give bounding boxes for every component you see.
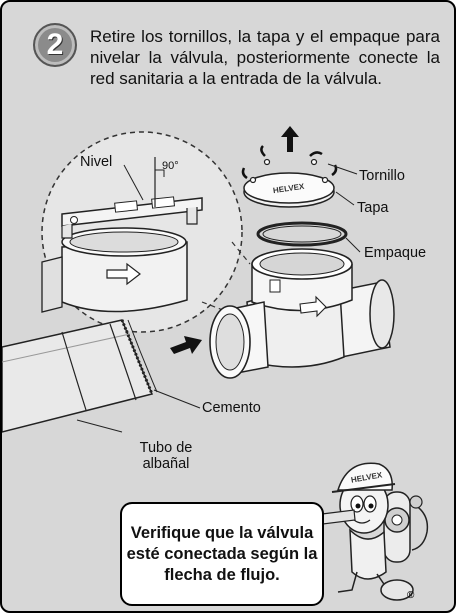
level-tool: [61, 157, 203, 239]
valve-flow-arrow: [299, 295, 327, 318]
insert-direction-arrow: [170, 336, 202, 354]
label-tapa: Tapa: [357, 200, 389, 216]
svg-text:HELVEX: HELVEX: [272, 182, 305, 195]
lift-lid-arrow: [281, 126, 299, 152]
label-nivel: Nivel: [80, 154, 113, 170]
zoom-valve-body: [41, 227, 188, 313]
step-number: 2: [46, 28, 64, 61]
drain-pipe: [2, 319, 158, 433]
registered-mark: ®: [407, 590, 415, 601]
valve-lid: HELVEX: [243, 172, 335, 208]
label-empaque: Empaque: [364, 245, 427, 261]
step-number-badge: 2: [33, 23, 77, 67]
label-tubo-line2: albañal: [142, 456, 190, 472]
label-tubo-line1: Tubo de: [139, 440, 193, 456]
label-tornillo: Tornillo: [359, 168, 405, 184]
main-valve: [209, 248, 395, 379]
mascot-character: HELVEX: [321, 462, 429, 601]
step-instruction: Retire los tornillos, la tapa y el empaq…: [90, 27, 440, 88]
label-cemento: Cemento: [202, 400, 261, 416]
screws: [249, 158, 329, 184]
label-angle: 90°: [162, 160, 179, 172]
callout-text: Verifique que la válvula esté conectada …: [126, 523, 318, 584]
label-tubo-albanal: Tubo de albañal: [126, 440, 206, 472]
verification-callout: Verifique que la válvula esté conectada …: [120, 502, 324, 606]
gasket: [256, 221, 348, 247]
zoom-flow-arrow: [106, 262, 141, 286]
rotate-arrows: [241, 145, 338, 180]
